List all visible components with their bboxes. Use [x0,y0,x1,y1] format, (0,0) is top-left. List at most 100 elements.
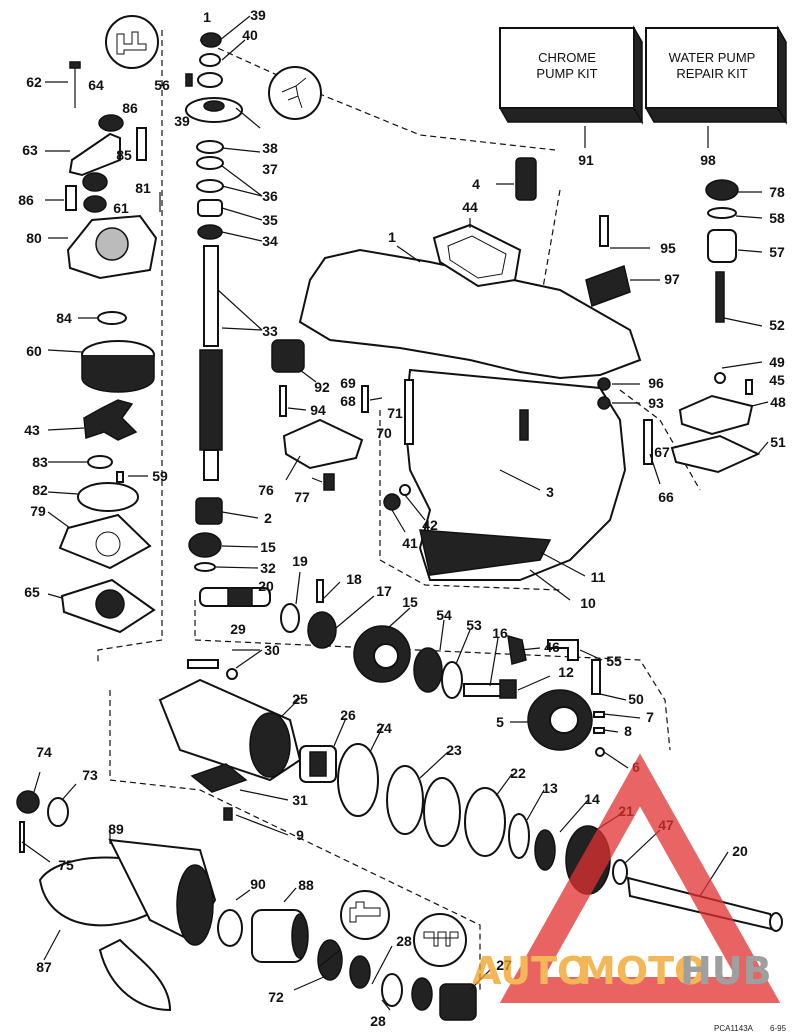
grommet-64 [98,114,124,132]
key-59 [116,471,124,483]
detail-circle-top-left [105,15,159,69]
callout-29: 29 [230,621,246,637]
screw-56 [185,73,193,87]
callout-50: 50 [628,691,644,707]
repair-kit-label-line2: REPAIR KIT [676,66,747,81]
grommet-78 [705,179,739,201]
callout-67: 67 [654,444,670,460]
callout-70: 70 [376,425,392,441]
callout-65: 65 [24,584,40,600]
bracket-76 [282,418,364,470]
gear-15-forward [353,625,411,683]
callout-11: 11 [591,569,606,585]
clamp-63 [68,132,121,177]
liner-60 [81,340,155,393]
callout-35: 35 [262,212,278,228]
chrome-pump-kit-box: CHROME PUMP KIT [498,25,644,125]
o-ring-37 [196,140,224,154]
screw-45 [745,379,753,395]
retainer-23-b [423,777,461,847]
pinion-15 [188,532,222,558]
cotter-pin-75 [19,821,25,853]
o-ring-83 [87,455,113,469]
callout-75: 75 [58,857,74,873]
bolt-70 [404,379,414,445]
callout-23: 23 [446,742,462,758]
callout-62: 62 [26,74,42,90]
callout-42: 42 [422,517,438,533]
watermark-text-moto: MOTO [578,949,706,993]
ring-13 [508,813,530,859]
nut-74 [16,790,40,814]
callout-33: 33 [262,323,278,339]
callout-36: 36 [262,188,278,204]
callout-3: 3 [546,484,554,500]
callout-32: 32 [260,560,276,576]
callout-76: 76 [258,482,274,498]
callout-12: 12 [558,664,574,680]
callout-2: 2 [264,510,272,526]
rod-50 [591,659,601,695]
screw-95 [599,215,609,247]
plate-22 [464,787,506,857]
callout-28-upper: 28 [396,933,412,949]
callout-34: 34 [262,233,278,249]
callout-59: 59 [152,468,168,484]
callout-79: 79 [30,503,46,519]
callout-90: 90 [250,876,266,892]
bearing-72 [317,939,343,981]
callout-7: 7 [646,709,654,725]
housing-48 [678,394,754,436]
callout-71: 71 [387,405,403,421]
callout-92: 92 [314,379,330,395]
callout-45: 45 [769,372,785,388]
callout-80: 80 [26,230,42,246]
lever-46 [507,634,527,665]
adapter-88 [251,909,309,963]
callout-38: 38 [262,140,278,156]
watermark-text-hub: HUB [680,949,772,993]
plate-82 [77,482,139,512]
bolt-94 [279,385,287,417]
callout-25: 25 [292,691,308,707]
seal-28-c [411,977,433,1011]
callout-64: 64 [88,77,104,93]
tube-86-lower [65,185,77,211]
callout-14: 14 [584,791,600,807]
bearing-housing-5 [527,689,593,751]
callout-69: 69 [340,375,356,391]
callout-56: 56 [154,77,170,93]
retainer-38 [185,97,243,123]
bolt-77 [323,473,335,491]
callout-13: 13 [542,780,558,796]
bearing-2 [195,497,223,525]
clutch-17 [307,611,337,649]
ring-40-a [199,53,221,67]
repair-kit-label-line1: WATER PUMP [669,50,756,65]
plate-97 [585,265,631,307]
callout-88: 88 [298,877,314,893]
callout-41: 41 [402,535,418,551]
ring-19 [280,603,300,633]
callout-31: 31 [292,792,308,808]
callout-24: 24 [376,720,392,736]
detail-circle-top-middle [268,66,322,120]
o-ring-24 [337,743,379,817]
washer-32 [194,562,216,572]
callout-85: 85 [116,147,132,163]
watermark-logo: AUTO MOTO HUB [472,753,781,1003]
anode-31 [190,763,248,793]
ring-53 [441,661,463,699]
tube-86-upper [136,127,147,161]
watermark-triangle [499,753,781,1003]
seal-39-lower [197,72,223,88]
callout-93: 93 [648,395,664,411]
screw-29 [187,659,219,669]
pin-8 [593,727,605,734]
cam-12 [499,679,517,699]
callout-10: 10 [580,595,596,611]
callout-82: 82 [32,482,48,498]
callout-72: 72 [268,989,284,1005]
callout-27: 27 [496,957,512,973]
